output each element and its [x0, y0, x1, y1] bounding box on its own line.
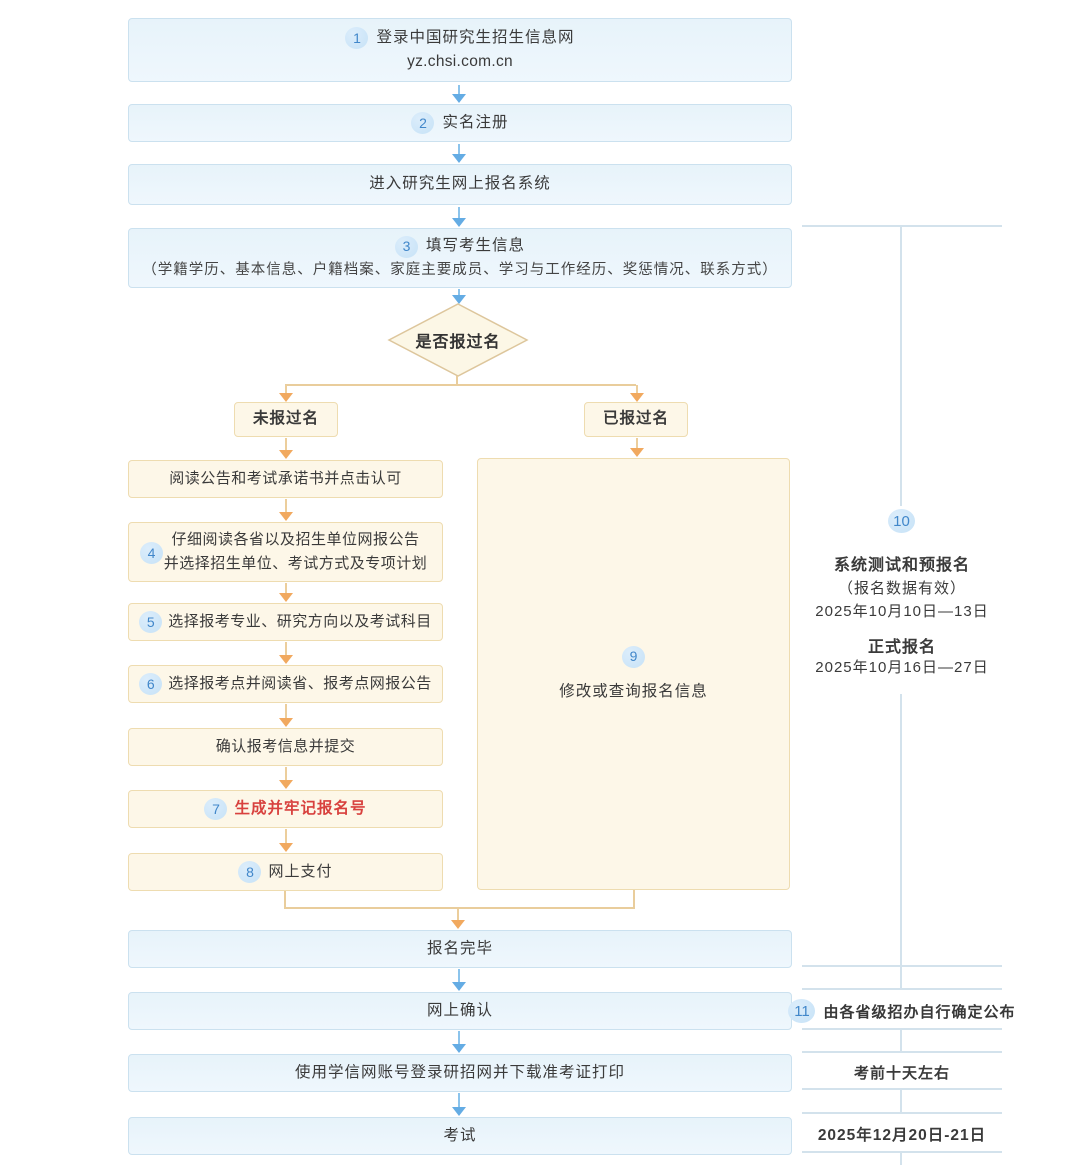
- step6-box: 6 选择报考点并阅读省、报考点网报公告: [128, 665, 443, 703]
- online-confirm-label: 网上确认: [426, 1001, 493, 1019]
- down-arrow: [451, 1031, 467, 1053]
- down-arrow: [278, 829, 294, 852]
- branch-no-arrow: [278, 385, 294, 402]
- step4-line2: 并选择招生单位、考试方式及专项计划: [163, 554, 428, 572]
- step1-number-badge: 1: [345, 27, 369, 50]
- connector-line: [284, 891, 286, 909]
- branch-yes-label: 已报过名: [602, 410, 669, 428]
- timeline-row-line: [802, 1112, 1002, 1114]
- step5-box: 5 选择报考专业、研究方向以及考试科目: [128, 603, 443, 641]
- step8-box: 8 网上支付: [128, 853, 443, 891]
- down-arrow: [451, 85, 467, 103]
- down-arrow: [278, 642, 294, 664]
- step10-number-wrap: 10: [888, 509, 915, 533]
- step2-number-badge: 2: [411, 112, 435, 134]
- step11-label: 由各省级招办自行确定公布: [823, 1003, 1016, 1021]
- step5-label: 选择报考专业、研究方向以及考试科目: [168, 612, 432, 630]
- step6-number-badge: 6: [139, 673, 163, 695]
- branch-no-label: 未报过名: [252, 410, 319, 428]
- timeline-row-line: [802, 988, 1002, 990]
- exam-label: 考试: [443, 1126, 477, 1144]
- down-arrow: [629, 438, 645, 457]
- exam-box: 考试: [128, 1117, 792, 1155]
- complete-box: 报名完毕: [128, 930, 792, 968]
- pre-registration-dates: 2025年10月10日—13日: [815, 603, 989, 620]
- down-arrow: [278, 704, 294, 727]
- step2-box: 2 实名注册: [128, 104, 792, 142]
- step10-number-badge: 10: [888, 509, 915, 533]
- branch-yes-arrow: [629, 385, 645, 402]
- download-print-label: 使用学信网账号登录研招网并下载准考证打印: [294, 1063, 625, 1081]
- confirm-submit-label: 确认报考信息并提交: [215, 737, 356, 755]
- step1-title: 登录中国研究生招生信息网: [376, 28, 575, 46]
- read-notice-label: 阅读公告和考试承诺书并点击认可: [169, 469, 402, 487]
- step4-box: 4 仔细阅读各省以及招生单位网报公告 并选择招生单位、考试方式及专项计划: [128, 522, 443, 582]
- branch-yes-box: 已报过名: [584, 402, 688, 437]
- step8-number-badge: 8: [238, 861, 262, 883]
- decision-diamond: [387, 303, 529, 377]
- confirm-time-label: 考前十天左右: [853, 1065, 950, 1082]
- step2-label: 实名注册: [442, 113, 509, 131]
- pre-registration-title: 系统测试和预报名: [833, 557, 970, 574]
- step9-number-badge: 9: [622, 645, 645, 668]
- step5-number-badge: 5: [139, 611, 163, 633]
- download-print-box: 使用学信网账号登录研招网并下载准考证打印: [128, 1054, 792, 1092]
- timeline-row-line: [802, 1088, 1002, 1090]
- step11-row: 11 由各省级招办自行确定公布: [782, 999, 1022, 1023]
- enter-system-box: 进入研究生网上报名系统: [128, 164, 792, 205]
- step6-label: 选择报考点并阅读省、报考点网报公告: [168, 674, 432, 692]
- timeline-bracket-line: [900, 225, 902, 506]
- timeline-bracket-line: [802, 225, 1002, 227]
- read-notice-box: 阅读公告和考试承诺书并点击认可: [128, 460, 443, 498]
- branch-no-box: 未报过名: [234, 402, 338, 437]
- timeline-tick: [900, 965, 902, 990]
- down-arrow: [450, 909, 466, 929]
- confirm-submit-box: 确认报考信息并提交: [128, 728, 443, 766]
- step1-box: 1 登录中国研究生招生信息网 yz.chsi.com.cn: [128, 18, 792, 82]
- down-arrow: [451, 207, 467, 227]
- step8-label: 网上支付: [268, 862, 333, 880]
- step3-box: 3 填写考生信息 （学籍学历、基本信息、户籍档案、家庭主要成员、学习与工作经历、…: [128, 228, 792, 288]
- step7-number-badge: 7: [204, 798, 228, 820]
- exam-date-label: 2025年12月20日-21日: [817, 1127, 987, 1144]
- step7-box: 7 生成并牢记报名号: [128, 790, 443, 828]
- step11-number-badge: 11: [788, 999, 816, 1023]
- pre-registration-note: （报名数据有效）: [837, 580, 966, 597]
- down-arrow: [451, 1093, 467, 1116]
- connector-line: [456, 376, 458, 385]
- step1-url: yz.chsi.com.cn: [407, 53, 513, 71]
- down-arrow: [278, 767, 294, 789]
- official-registration-dates: 2025年10月16日—27日: [815, 659, 989, 676]
- timeline-row-line: [802, 965, 1002, 967]
- decision-label: 是否报过名: [415, 334, 501, 351]
- timeline-row-line: [802, 1051, 1002, 1053]
- timeline-row-line: [802, 1151, 1002, 1153]
- connector-line: [285, 384, 636, 386]
- step3-detail: （学籍学历、基本信息、户籍档案、家庭主要成员、学习与工作经历、奖惩情况、联系方式…: [142, 261, 778, 278]
- official-registration-title: 正式报名: [867, 639, 936, 656]
- connector-line: [633, 890, 635, 909]
- step9-box: 9 修改或查询报名信息: [477, 458, 790, 890]
- complete-label: 报名完毕: [426, 939, 493, 957]
- step3-number-badge: 3: [394, 235, 418, 258]
- enter-system-label: 进入研究生网上报名系统: [369, 175, 551, 193]
- timeline-row-line: [802, 1028, 1002, 1030]
- down-arrow: [278, 499, 294, 521]
- step7-label: 生成并牢记报名号: [234, 799, 367, 817]
- down-arrow: [451, 144, 467, 163]
- online-confirm-box: 网上确认: [128, 992, 792, 1030]
- step4-line1: 仔细阅读各省以及招生单位网报公告: [171, 531, 420, 549]
- connector-line: [284, 907, 635, 909]
- down-arrow: [278, 438, 294, 459]
- down-arrow: [451, 969, 467, 991]
- down-arrow: [278, 583, 294, 602]
- timeline-tick: [900, 1151, 902, 1165]
- step3-title: 填写考生信息: [425, 237, 525, 255]
- step9-label: 修改或查询报名信息: [559, 682, 708, 700]
- timeline-bracket-line: [900, 694, 902, 966]
- step4-number-badge: 4: [140, 542, 163, 564]
- timeline-tick: [900, 1088, 902, 1114]
- timeline-tick: [900, 1028, 902, 1053]
- down-arrow: [451, 289, 467, 304]
